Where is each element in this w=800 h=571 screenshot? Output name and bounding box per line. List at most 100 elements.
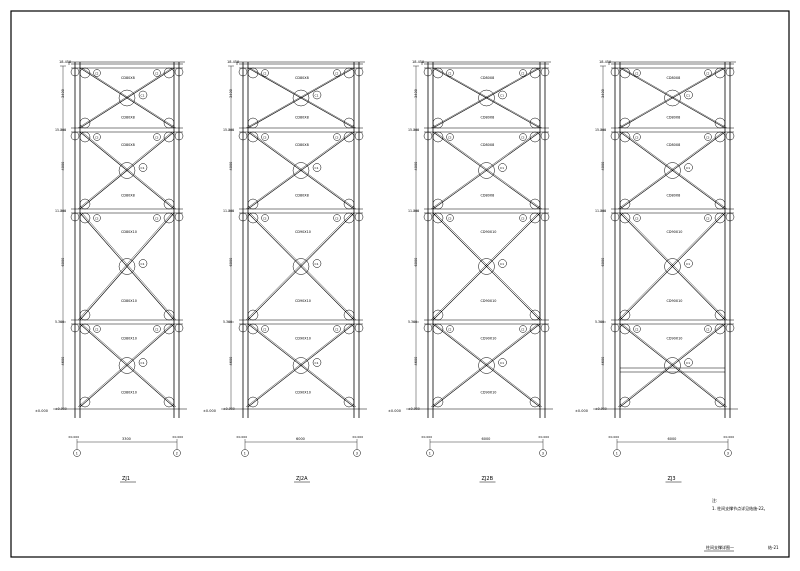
axis-label: 1 — [429, 451, 431, 455]
brace-node-circle — [432, 131, 444, 143]
brace-diagonal — [617, 323, 724, 408]
column-base-label: ±0.000 — [723, 435, 734, 439]
node-tag-circle — [519, 133, 527, 141]
column-node-circle — [354, 212, 364, 222]
brace-node-circle — [714, 212, 726, 224]
panel-height-label: 3400 — [61, 89, 65, 98]
brace-diagonal — [621, 131, 728, 210]
node-tag-circle — [684, 358, 693, 367]
panel-height-label: 3400 — [229, 89, 233, 98]
node-tag: C1 — [141, 262, 145, 266]
brace-crossing-node — [118, 258, 136, 275]
brace-crossing-node — [664, 357, 681, 374]
axis-bubble — [613, 449, 621, 457]
panel-height-label: 4600 — [61, 357, 65, 366]
brace-size-label: CD90X10 — [295, 230, 311, 234]
brace-node-circle — [619, 396, 631, 408]
column-node-circle — [354, 131, 364, 141]
brace-size-label: CD90X10 — [667, 336, 683, 340]
node-tag-circle — [333, 69, 341, 77]
brace-node-circle — [163, 198, 175, 210]
level-label: 5.300 — [408, 320, 417, 324]
column-node-circle — [354, 323, 364, 333]
brace-diagonal — [621, 323, 728, 408]
column-node-circle — [423, 67, 433, 77]
brace-diagonal — [81, 323, 177, 408]
frame-title: ZJ2B — [482, 476, 494, 482]
column-node-circle — [174, 323, 184, 333]
brace-diagonal — [621, 67, 728, 129]
brace-size-label: CD80X8 — [295, 76, 309, 80]
node-tag-circle — [312, 163, 322, 172]
brace-size-label: CD80X8 — [667, 193, 681, 197]
brace-node-circle — [529, 212, 541, 224]
brace-node-circle — [714, 67, 726, 79]
node-tag: C3 — [263, 136, 267, 140]
brace-crossing-node — [478, 162, 495, 179]
brace-node-circle — [432, 396, 444, 408]
brace-node-circle — [79, 67, 91, 79]
node-tag-circle — [704, 214, 712, 222]
node-tag: C1 — [141, 166, 145, 170]
node-tag-circle — [312, 259, 322, 268]
node-tag: C2 — [448, 72, 452, 76]
brace-diagonal — [619, 323, 726, 408]
brace-node-circle — [163, 212, 175, 224]
node-tag-circle — [498, 90, 507, 100]
brace-diagonal — [619, 212, 726, 321]
column-base-label: ±0.000 — [68, 435, 79, 439]
brace-node-circle — [432, 323, 444, 335]
level-label: 5.300 — [595, 320, 604, 324]
column-node-circle — [725, 67, 735, 77]
node-tag: C1 — [315, 166, 319, 170]
brace-crossing-node — [664, 258, 681, 275]
brace-diagonal — [617, 67, 724, 129]
node-tag-circle — [153, 133, 161, 141]
brace-size-label: CD90X10 — [481, 230, 497, 234]
brace-node-circle — [79, 396, 91, 408]
brace-diagonal — [621, 212, 728, 321]
node-tag: C3 — [706, 136, 710, 140]
brace-diagonal — [81, 67, 177, 129]
brace-diagonal — [434, 67, 543, 129]
node-tag: C2 — [263, 72, 267, 76]
axis-bubble — [73, 449, 81, 457]
brace-crossing-node — [478, 89, 495, 107]
brace-node-circle — [79, 212, 91, 224]
brace-node-circle — [343, 323, 355, 335]
node-tag: C1 — [686, 361, 690, 365]
node-tag: C2 — [448, 328, 452, 332]
node-tag-circle — [498, 163, 507, 172]
notes-line: 1. 柱间支撑节点详见结施-22。 — [712, 505, 768, 511]
brace-diagonal — [247, 212, 355, 321]
node-tag-circle — [153, 214, 161, 222]
panel-height-label: 3400 — [414, 89, 418, 98]
node-tag-circle — [138, 259, 148, 268]
node-tag: C2 — [706, 72, 710, 76]
axis-label: 3 — [727, 451, 729, 455]
node-tag-circle — [519, 69, 527, 77]
top-level-label: 18.450 — [227, 60, 239, 64]
brace-node-circle — [619, 67, 631, 79]
column-node-circle — [725, 212, 735, 222]
brace-node-circle — [343, 67, 355, 79]
node-tag-circle — [498, 358, 507, 367]
brace-diagonal — [619, 131, 726, 210]
axis-label: 1 — [76, 451, 78, 455]
brace-diagonal — [245, 67, 353, 129]
brace-diagonal — [245, 212, 353, 321]
panel-height-label: 6000 — [229, 258, 233, 267]
node-tag: C1 — [141, 361, 145, 365]
brace-diagonal — [430, 323, 539, 408]
brace-node-circle — [529, 396, 541, 408]
panel-height-label: 4000 — [414, 162, 418, 171]
brace-diagonal — [77, 67, 173, 129]
node-tag-circle — [633, 325, 641, 333]
node-tag-circle — [446, 133, 454, 141]
